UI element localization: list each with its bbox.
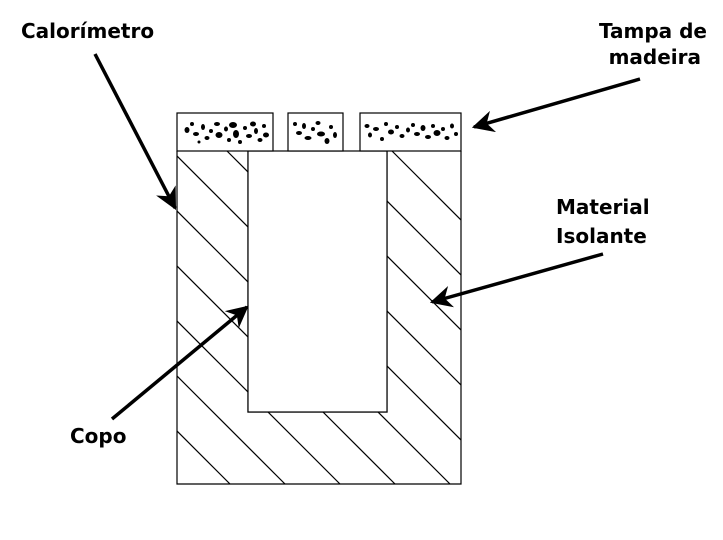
- lid-piece-middle: [287, 112, 344, 152]
- lid-arrow: [471, 77, 641, 133]
- lid-piece-right: [359, 112, 462, 152]
- wooden-lid: [176, 112, 462, 152]
- label-lid-line1: Tampa de: [599, 19, 707, 43]
- label-insulation-line2: Isolante: [556, 224, 647, 248]
- label-insulation-line1: Material: [556, 195, 650, 219]
- cup: [247, 150, 388, 413]
- insulation-arrow: [429, 252, 604, 308]
- label-lid-line2: madeira: [609, 45, 701, 69]
- label-calorimeter: Calorímetro: [21, 19, 154, 43]
- wood-grain-texture: [184, 121, 458, 144]
- lid-piece-left: [176, 112, 274, 152]
- calorimeter-arrow: [93, 53, 177, 210]
- cup-arrow: [110, 305, 249, 421]
- arrows: [93, 53, 641, 421]
- label-cup: Copo: [70, 424, 126, 448]
